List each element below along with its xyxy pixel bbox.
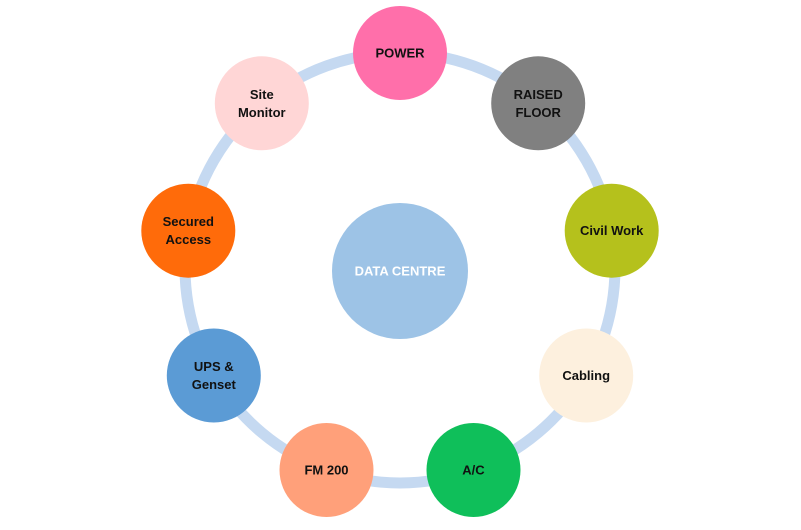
node-civil-work: Civil Work: [564, 183, 659, 278]
node-label-raised-floor: RAISED: [514, 87, 563, 102]
node-label-ac: A/C: [462, 463, 485, 478]
node-label-ups-genset: Genset: [192, 377, 237, 392]
node-circle-ups-genset: [166, 328, 261, 423]
node-circle-site-monitor: [214, 56, 309, 151]
node-label-secured-access: Secured: [163, 214, 214, 229]
node-ups-genset: UPS & Genset: [166, 328, 261, 423]
node-label-raised-floor: FLOOR: [515, 105, 561, 120]
node-label-cabling: Cabling: [562, 368, 610, 383]
node-circle-civil-work: [564, 183, 659, 278]
node-label-ups-genset: UPS &: [194, 359, 234, 374]
node-ac: A/C: [426, 423, 521, 517]
node-circle-secured-access: [141, 183, 236, 278]
node-circle-fm-200: [279, 423, 374, 517]
node-label-site-monitor: Monitor: [238, 105, 286, 120]
node-fm-200: FM 200: [279, 423, 374, 517]
center-node: DATA CENTRE: [332, 203, 468, 339]
node-label-site-monitor: Site: [250, 87, 274, 102]
node-power: POWER: [353, 6, 447, 100]
node-label-fm-200: FM 200: [304, 463, 348, 478]
node-cabling: Cabling: [539, 328, 634, 423]
node-raised-floor: RAISED FLOOR: [491, 56, 586, 151]
node-circle-ac: [426, 423, 521, 517]
node-circle-cabling: [539, 328, 634, 423]
node-circle-power: [353, 6, 447, 100]
node-label-civil-work: Civil Work: [580, 223, 644, 238]
node-label-secured-access: Access: [166, 232, 212, 247]
center-circle: [332, 203, 468, 339]
node-label-power: POWER: [375, 46, 425, 61]
node-circle-raised-floor: [491, 56, 586, 151]
center-label: DATA CENTRE: [355, 264, 446, 279]
